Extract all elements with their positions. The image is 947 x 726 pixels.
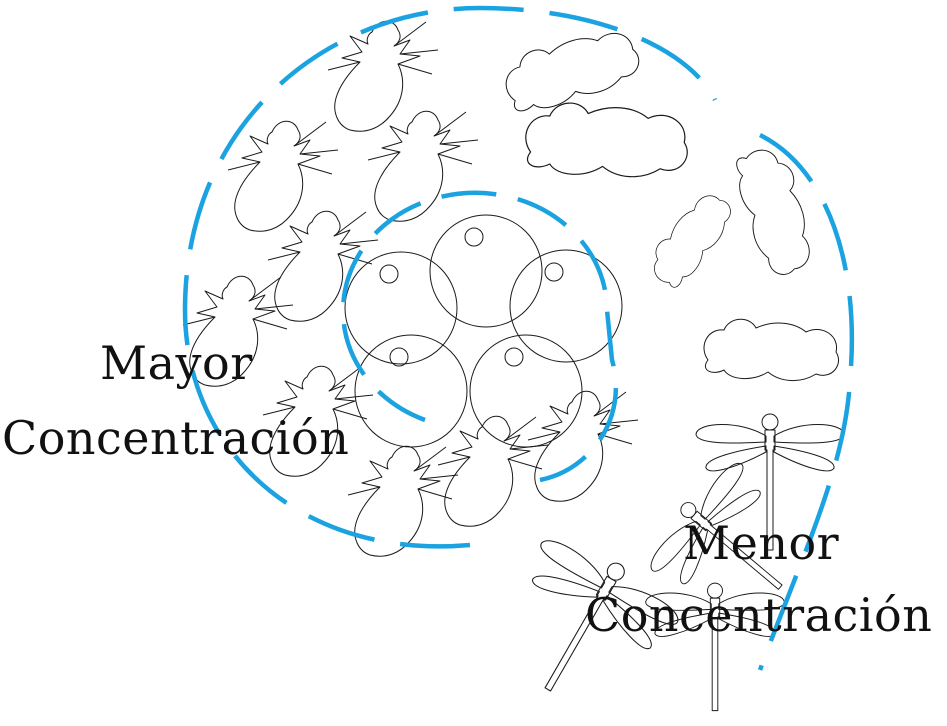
pupa-ring	[497, 18, 838, 381]
pupa-icon	[643, 185, 739, 294]
larva-icon	[268, 211, 378, 321]
larva-icon	[528, 391, 638, 501]
pupa-icon	[526, 103, 687, 177]
inner-dashed-boundary	[343, 193, 616, 480]
outer-dashed-boundary	[185, 8, 852, 670]
larva-icon	[438, 416, 548, 526]
pupa-icon	[497, 18, 644, 122]
high-concentration-label-line1: Mayor	[100, 340, 253, 386]
larva-icon	[228, 121, 338, 231]
egg-icon	[345, 252, 457, 364]
egg-icon	[430, 215, 542, 327]
egg-cluster	[345, 215, 622, 447]
egg-icon	[510, 250, 622, 362]
egg-icon	[355, 335, 467, 447]
larva-icon	[348, 446, 458, 556]
pupa-icon	[704, 319, 839, 380]
high-concentration-label-line2: Concentración	[2, 415, 349, 461]
egg-icon	[470, 335, 582, 447]
low-concentration-label-line1: Menor	[683, 520, 839, 566]
dashed-boundaries	[185, 8, 852, 670]
low-concentration-label-line2: Concentración	[585, 592, 932, 638]
larva-icon	[328, 21, 438, 131]
larva-icon	[368, 111, 478, 221]
pupa-icon	[727, 142, 824, 280]
